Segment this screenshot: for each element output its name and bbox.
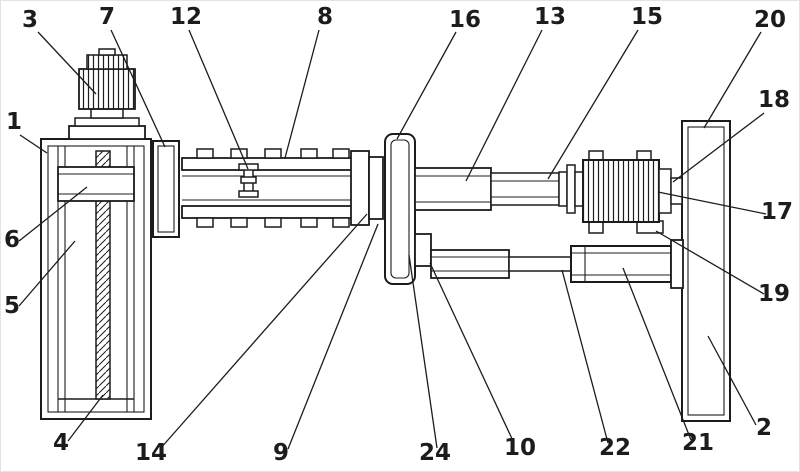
roller-bottom-1 [196,217,214,228]
roller-top-1 [196,148,214,159]
ref-label-21: 21 [682,430,714,456]
carriage-plate [152,140,180,238]
motor-mount-stub [670,177,683,205]
leader-line-13 [465,29,543,182]
roller-bottom-4 [300,217,318,228]
leader-line-4 [67,394,104,442]
roller-top-4 [300,148,318,159]
ref-label-2: 2 [756,415,772,441]
ref-label-6: 6 [4,227,20,253]
roller-bottom-3 [264,217,282,228]
leader-line-20 [703,31,762,129]
roller-bottom-2 [230,217,248,228]
lower-cylinder-right [570,245,672,283]
ref-label-22: 22 [599,435,631,461]
slider-block [57,166,135,202]
leader-line-16 [396,31,457,140]
lift-motor-base-plate [68,125,146,140]
lower-end-bracket [670,239,684,289]
rail-top [181,157,359,171]
drive-motor-body [582,159,660,223]
ref-label-24: 24 [419,440,451,466]
coupling-disc-2 [566,164,576,214]
lift-motor-coupling [90,108,124,119]
mounting-plate [681,120,731,422]
leader-line-24 [408,254,438,449]
lift-frame-inner [47,145,145,413]
lift-motor [68,48,146,140]
ref-label-3: 3 [22,7,38,33]
ref-label-19: 19 [758,281,790,307]
ref-label-4: 4 [53,430,69,456]
lift-motor-body [78,68,136,110]
carriage-plate-inner [157,145,175,233]
leader-line-2 [707,335,757,426]
leader-line-10 [429,262,515,444]
ref-label-10: 10 [504,435,536,461]
leader-line-19 [655,230,765,295]
lead-screw [95,150,111,400]
coupling-disc-3 [574,171,584,207]
roller-top-5 [332,148,350,159]
ref-label-9: 9 [273,440,289,466]
ref-label-18: 18 [758,87,790,113]
roller-top-3 [264,148,282,159]
lower-cylinder-left [430,249,510,279]
carriage-plate-outer [152,140,180,238]
leader-line-3 [37,31,97,95]
leader-line-22 [561,269,609,444]
coupling-disc-1 [558,171,568,207]
leader-line-1 [19,134,48,154]
ref-label-16: 16 [449,7,481,33]
leader-line-6 [18,186,88,242]
ref-label-14: 14 [135,440,167,466]
ref-label-12: 12 [170,4,202,30]
clamp-top-flange [238,163,259,171]
leader-line-15 [547,29,639,180]
leader-line-8 [284,29,320,159]
lift-motor-knob [98,48,116,56]
horizontal-rail [181,148,384,228]
clamp-bottom-flange [238,190,259,198]
ref-label-5: 5 [4,293,20,319]
ref-label-1: 1 [6,109,22,135]
lower-connector [414,233,432,267]
ref-label-20: 20 [754,7,786,33]
lower-feed-unit [414,233,684,289]
leader-line-9 [287,223,379,450]
ref-label-7: 7 [99,4,115,30]
mounting-plate-outer [681,120,731,422]
rail-end-plate [368,156,384,220]
motor-end-ring [658,168,672,214]
leader-line-14 [159,213,368,450]
clamp-mid-flange [240,176,257,184]
leader-line-17 [657,191,767,215]
ref-label-17: 17 [761,199,793,225]
leader-line-7 [110,29,166,148]
vertical-lift-unit [40,138,152,420]
ref-label-8: 8 [317,4,333,30]
lift-motor-flange [74,117,140,127]
lift-motor-cap [86,54,128,70]
center-clamp [238,163,259,198]
ref-label-13: 13 [534,4,566,30]
ref-label-15: 15 [631,4,663,30]
leader-line-12 [188,29,249,170]
roller-bottom-5 [332,217,350,228]
flange-plate-inner [390,139,410,279]
upper-drive [414,150,683,234]
leader-line-21 [622,267,692,441]
rail-bottom [181,205,359,219]
drive-housing [414,167,492,211]
lower-piston-rod [508,256,572,272]
leader-line-18 [672,112,765,183]
roller-top-2 [230,148,248,159]
leader-line-5 [18,240,76,307]
